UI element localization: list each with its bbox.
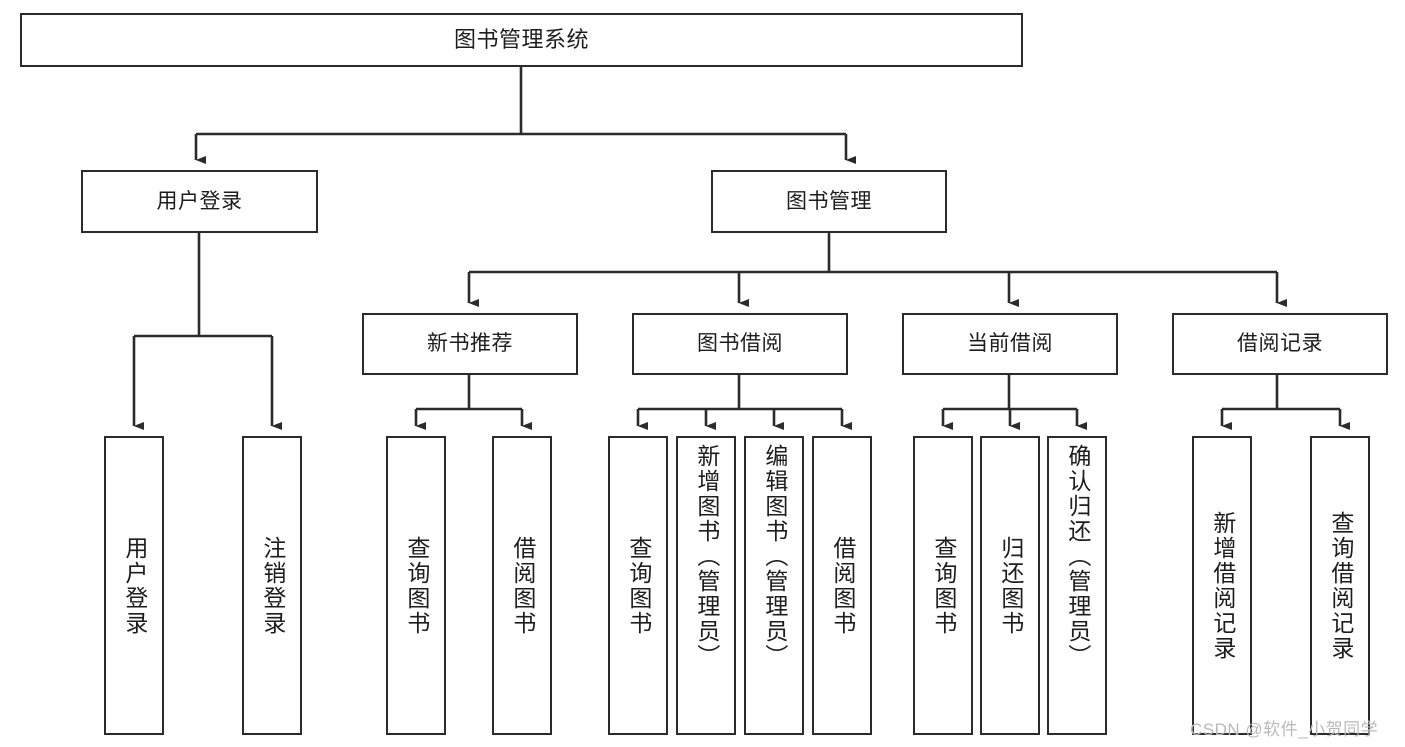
- node-book-management[interactable]: 图书管理: [711, 170, 947, 233]
- leaf-borrow-book-recommend[interactable]: 借阅图书: [492, 436, 552, 735]
- leaf-add-book-admin-label: 新增图书（管理员）: [693, 444, 720, 669]
- node-root[interactable]: 图书管理系统: [20, 13, 1023, 67]
- leaf-query-borrow-record[interactable]: 查询借阅记录: [1310, 436, 1370, 735]
- leaf-query-book-recommend[interactable]: 查询图书: [386, 436, 446, 735]
- leaf-logout[interactable]: 注销登录: [242, 436, 302, 735]
- leaf-add-borrow-record[interactable]: 新增借阅记录: [1192, 436, 1252, 735]
- leaf-borrow-book-recommend-label: 借阅图书: [509, 535, 536, 636]
- leaf-return-book-label: 归还图书: [997, 535, 1024, 636]
- node-book-management-label: 图书管理: [786, 189, 872, 213]
- leaf-query-book-current-label: 查询图书: [930, 535, 957, 636]
- leaf-logout-label: 注销登录: [259, 535, 286, 636]
- node-current-borrow[interactable]: 当前借阅: [902, 313, 1118, 375]
- node-new-book-recommend[interactable]: 新书推荐: [362, 313, 578, 375]
- leaf-add-borrow-record-label: 新增借阅记录: [1209, 510, 1236, 661]
- leaf-confirm-return-admin[interactable]: 确认归还（管理员）: [1047, 436, 1107, 735]
- leaf-add-book-admin[interactable]: 新增图书（管理员）: [676, 436, 736, 735]
- leaf-edit-book-admin[interactable]: 编辑图书（管理员）: [744, 436, 804, 735]
- node-user-login-label: 用户登录: [156, 189, 243, 213]
- node-book-borrow[interactable]: 图书借阅: [632, 313, 848, 375]
- leaf-query-book-borrow-label: 查询图书: [625, 535, 652, 636]
- leaf-return-book[interactable]: 归还图书: [980, 436, 1040, 735]
- node-root-label: 图书管理系统: [453, 26, 589, 52]
- node-current-borrow-label: 当前借阅: [967, 332, 1053, 356]
- node-borrow-record-label: 借阅记录: [1237, 332, 1323, 356]
- leaf-user-login-label: 用户登录: [121, 535, 148, 636]
- node-borrow-record[interactable]: 借阅记录: [1172, 313, 1388, 375]
- leaf-query-borrow-record-label: 查询借阅记录: [1327, 510, 1354, 661]
- leaf-borrow-book[interactable]: 借阅图书: [812, 436, 872, 735]
- node-user-login[interactable]: 用户登录: [81, 170, 318, 233]
- leaf-query-book-borrow[interactable]: 查询图书: [608, 436, 668, 735]
- leaf-edit-book-admin-label: 编辑图书（管理员）: [761, 444, 788, 669]
- leaf-confirm-return-admin-label: 确认归还（管理员）: [1064, 444, 1091, 669]
- csdn-watermark: CSDN @软件_小贺同学: [1190, 720, 1379, 739]
- leaf-query-book-recommend-label: 查询图书: [403, 535, 430, 636]
- leaf-user-login[interactable]: 用户登录: [104, 436, 164, 735]
- leaf-borrow-book-label: 借阅图书: [829, 535, 856, 636]
- node-book-borrow-label: 图书借阅: [697, 332, 783, 356]
- node-new-book-recommend-label: 新书推荐: [427, 332, 513, 356]
- leaf-query-book-current[interactable]: 查询图书: [913, 436, 973, 735]
